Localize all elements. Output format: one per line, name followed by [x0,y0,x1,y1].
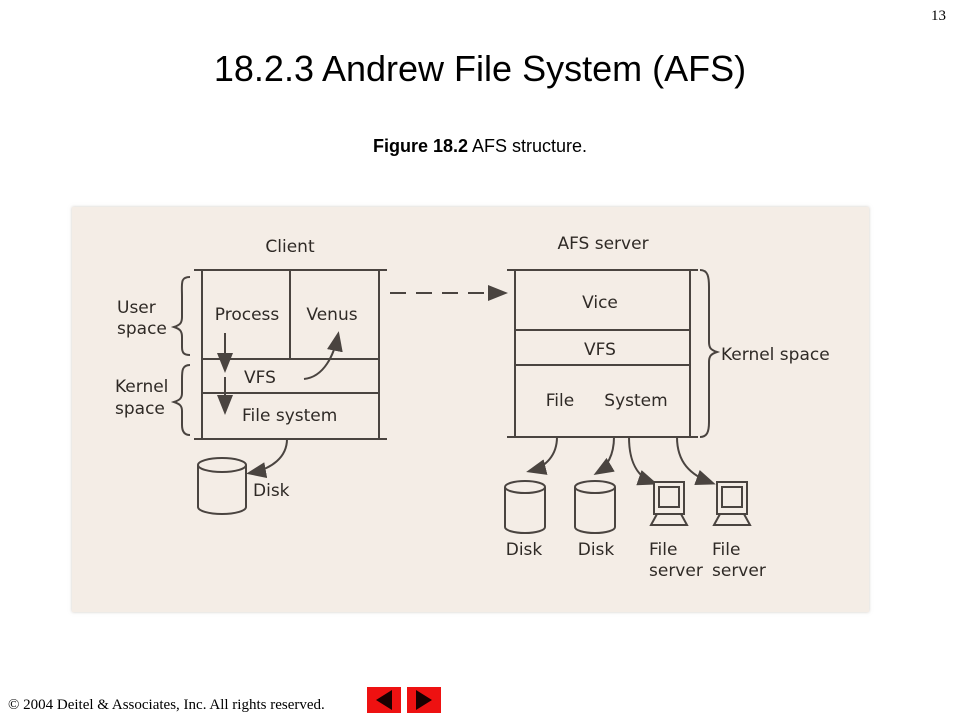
vice-box-label: Vice [582,293,618,313]
afs-diagram: Client User space Kernel space Process V… [115,234,830,581]
server-disk-label-1: Disk [506,540,543,560]
file-server-label-1-line2: server [649,561,703,581]
server-box [507,269,698,438]
venus-box-label: Venus [306,305,357,325]
previous-slide-button[interactable] [367,687,401,713]
next-slide-button[interactable] [407,687,441,713]
figure-caption-number: Figure 18.2 [372,136,468,156]
client-label: Client [265,237,315,257]
afs-structure-figure: Client User space Kernel space Process V… [72,207,869,612]
client-disk-icon [197,457,247,515]
server-vfs-label: VFS [584,340,616,360]
server-kernel-space-label: Kernel space [721,345,830,365]
file-system-label: File system [242,406,337,426]
file-server-icon-2 [712,481,752,526]
client-disk-label: Disk [253,481,290,501]
kernel-space-brace [170,364,191,436]
client-arrows [217,331,343,479]
slide-title: 18.2.3 Andrew File System (AFS) [213,48,747,89]
server-file-label: File [546,391,574,411]
process-box-label: Process [215,305,280,325]
server-arrows [526,436,716,486]
kernel-space-label-line1: Kernel [115,377,168,397]
server-kernel-space-brace [699,269,721,438]
server-disk-icon-1 [504,480,546,534]
figure-caption-text: AFS structure. [468,136,588,156]
server-system-label: System [604,391,667,411]
figure-caption: Figure 18.2 AFS structure. [0,136,960,157]
left-arrow-icon [376,690,392,710]
server-disk-label-2: Disk [578,540,615,560]
file-server-icon-1 [649,481,689,526]
user-space-brace [170,276,191,356]
user-space-label-line2: space [117,319,167,339]
page-number: 13 [931,8,946,24]
copyright-footer: © 2004 Deitel & Associates, Inc. All rig… [8,697,325,713]
file-server-label-1-line1: File [649,540,677,560]
file-server-label-2-line1: File [712,540,740,560]
file-server-label-2-line2: server [712,561,766,581]
right-arrow-icon [416,690,432,710]
user-space-label-line1: User [117,298,156,318]
server-label: AFS server [557,234,648,254]
server-disk-icon-2 [574,480,616,534]
client-vfs-label: VFS [244,368,276,388]
kernel-space-label-line2: space [115,399,165,419]
